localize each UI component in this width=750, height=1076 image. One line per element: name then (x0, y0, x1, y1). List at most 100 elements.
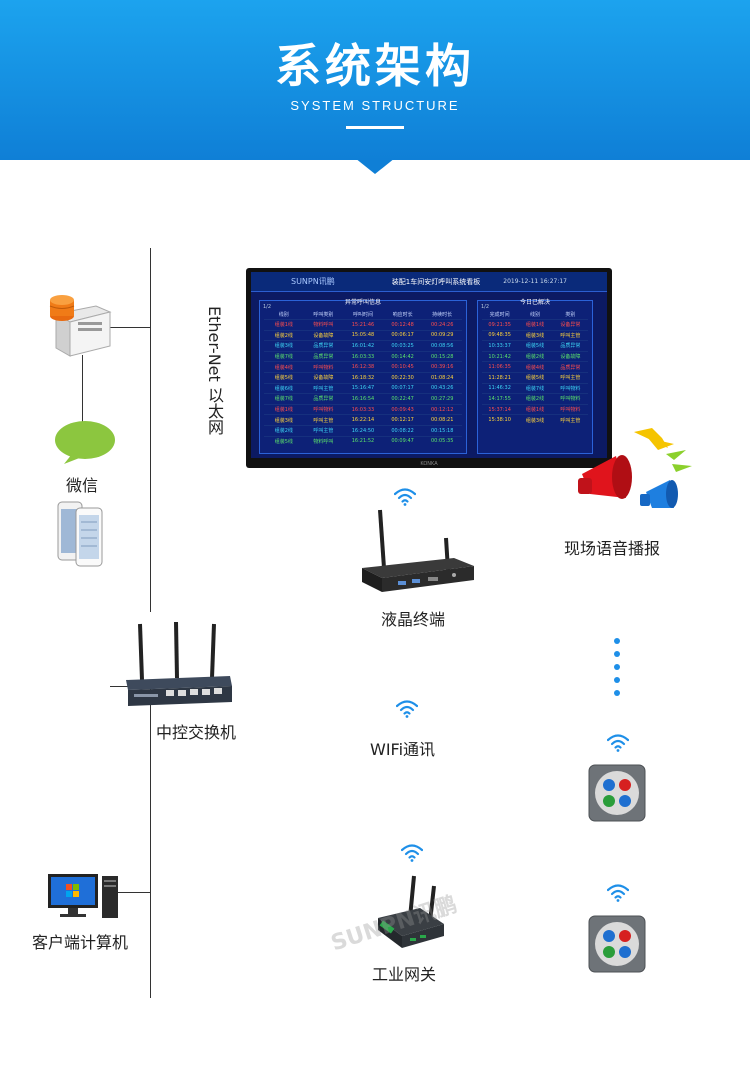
table-cell: 00:10:45 (391, 364, 414, 371)
andon-call-box-icon (588, 915, 646, 973)
kanban-header: SUNPN讯鹏 装配1车间安灯呼叫系统看板 2019-12-11 16:27:1… (251, 272, 607, 292)
kanban-screen: SUNPN讯鹏 装配1车间安灯呼叫系统看板 2019-12-11 16:27:1… (251, 272, 607, 458)
table-cell: 00:08:22 (391, 427, 414, 434)
table-cell: 组装3线 (274, 343, 293, 350)
continuation-dot (614, 638, 620, 644)
table-cell: 呼叫主管 (313, 417, 334, 424)
wechat-label: 微信 (66, 476, 99, 495)
table-cell: 组装5线 (525, 343, 545, 350)
client-computer-label: 客户端计算机 (32, 933, 129, 952)
table-cell: 00:12:17 (391, 417, 414, 424)
wifi-icon (401, 844, 423, 862)
table-cell: 呼叫主管 (560, 332, 581, 339)
industrial-gateway-icon (370, 874, 450, 952)
table-cell: 组装5线 (274, 375, 293, 382)
table-cell: 15:37:14 (488, 406, 511, 413)
table-cell: 品质异常 (560, 364, 581, 371)
table-cell: 00:22:30 (391, 374, 414, 381)
table-cell: 11:28:21 (488, 374, 511, 381)
table-cell: 16:22:14 (351, 417, 375, 424)
table-cell: 组装3线 (525, 417, 545, 424)
table-cell: 16:16:54 (351, 395, 375, 402)
table-cell: 00:09:29 (430, 332, 454, 339)
table-cell: 组装3线 (525, 332, 545, 339)
header-banner: 系统架构 SYSTEM STRUCTURE (0, 0, 750, 160)
table-cell: 组装7线 (274, 354, 293, 361)
table-row: 组装4线 呼叫物料 16:12:38 00:10:45 00:39:16 (264, 361, 462, 372)
column-header: 完成时间 (489, 312, 510, 318)
banner-notch (355, 158, 395, 174)
table-cell: 物料呼叫 (313, 438, 334, 445)
table-cell: 呼叫主管 (560, 375, 581, 382)
table-cell: 00:05:35 (430, 438, 454, 445)
abnormal-call-page: 1/2 (263, 304, 272, 310)
table-cell: 00:07:17 (391, 385, 414, 392)
table-cell: 组装5线 (274, 438, 293, 445)
table-cell: 16:18:32 (351, 374, 375, 381)
table-cell: 呼叫物料 (560, 396, 581, 403)
table-cell: 09:48:35 (488, 332, 511, 339)
server-link-line (110, 327, 150, 328)
table-cell: 组装6线 (274, 385, 293, 392)
page-title: 系统架构 (275, 39, 475, 93)
table-cell: 物料呼叫 (313, 322, 334, 329)
table-header: 完成时间 线别 类别 (482, 311, 588, 319)
table-cell: 01:08:24 (430, 374, 454, 381)
column-header: 线别 (529, 312, 540, 318)
table-cell: 15:16:47 (351, 385, 375, 392)
title-underline (346, 126, 404, 129)
kanban-monitor: SUNPN讯鹏 装配1车间安灯呼叫系统看板 2019-12-11 16:27:1… (246, 268, 612, 468)
continuation-dot (614, 651, 620, 657)
page-subtitle: SYSTEM STRUCTURE (290, 98, 460, 113)
table-cell: 呼叫物料 (313, 364, 334, 371)
table-cell: 设备故障 (560, 354, 581, 361)
table-cell: 00:15:18 (430, 427, 454, 434)
table-cell: 组装1线 (525, 322, 545, 329)
table-cell: 16:21:52 (351, 438, 375, 445)
table-cell: 16:12:38 (351, 364, 375, 371)
table-cell: 00:39:16 (430, 364, 454, 371)
table-cell: 设备异常 (560, 322, 581, 329)
central-switch-label: 中控交换机 (156, 723, 237, 742)
table-cell: 组装7线 (274, 396, 293, 403)
continuation-dot (614, 677, 620, 683)
table-cell: 15:21:46 (351, 321, 375, 328)
continuation-dot (614, 664, 620, 670)
table-cell: 组装2线 (274, 332, 293, 339)
desktop-computer-icon (46, 872, 120, 920)
continuation-dot (614, 690, 620, 696)
table-cell: 16:24:50 (351, 427, 375, 434)
column-header: 响应时长 (392, 312, 413, 318)
table-row: 09:48:35 组装3线 呼叫主管 (482, 329, 588, 341)
table-cell: 呼叫物料 (560, 385, 581, 392)
lcd-terminal-label: 液晶终端 (381, 610, 446, 629)
table-cell: 00:22:47 (391, 395, 414, 402)
table-cell: 组装2线 (274, 428, 293, 435)
table-cell: 00:03:25 (391, 342, 414, 349)
table-cell: 10:21:42 (488, 353, 511, 360)
table-cell: 设备故障 (313, 332, 334, 339)
table-cell: 呼叫物料 (313, 407, 334, 414)
table-cell: 16:01:42 (351, 342, 375, 349)
wechat-bubble-icon (54, 420, 116, 464)
table-cell: 00:08:56 (430, 342, 454, 349)
column-header: 类别 (565, 312, 576, 318)
kanban-title: 装配1车间安灯呼叫系统看板 (391, 278, 481, 286)
switch-client-line (150, 688, 151, 998)
table-cell: 组装2线 (525, 396, 545, 403)
table-cell: 组装4线 (274, 364, 293, 371)
table-cell: 组装1线 (525, 407, 545, 414)
table-cell: 品质异常 (560, 343, 581, 350)
table-cell: 00:15:28 (430, 353, 454, 360)
